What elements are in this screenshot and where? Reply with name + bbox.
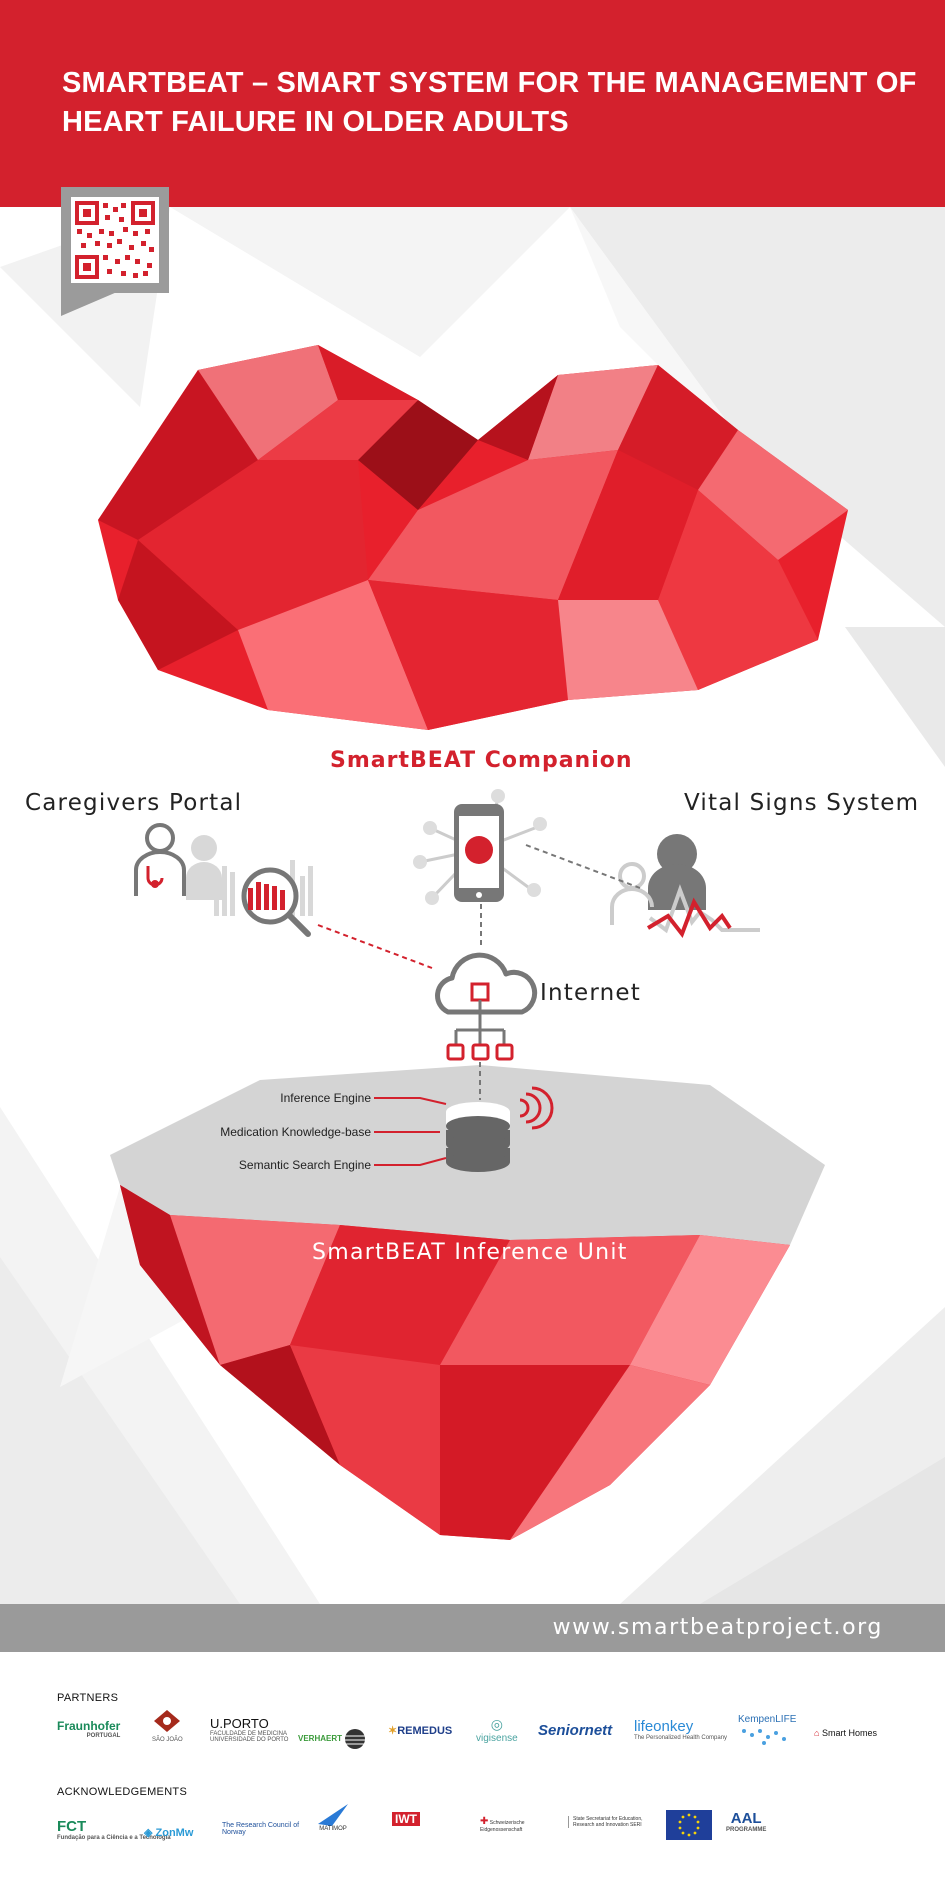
logo-fraunhofer: Fraunhofer PORTUGAL [57, 1719, 121, 1739]
qr-code[interactable] [61, 187, 169, 293]
background-polygons [0, 207, 945, 1604]
signal-waves-icon [519, 1086, 554, 1130]
eu-flag-icon [666, 1810, 712, 1840]
smartphone-icon [413, 789, 547, 905]
page-title: SMARTBEAT – SMART SYSTEM FOR THE MANAGEM… [62, 67, 917, 138]
internet-cloud-icon [435, 952, 538, 1061]
logo-swiss-confederation: ✚ Schweizerische Eidgenossenschaft [480, 1816, 525, 1833]
kempenlife-dots-icon [742, 1729, 786, 1745]
logo-vigisense: ◎ vigisense [476, 1716, 518, 1744]
semantic-search-label: Semantic Search Engine [238, 1158, 371, 1172]
qr-speech-tail [61, 292, 117, 316]
medication-kb-label: Medication Knowledge-base [220, 1125, 371, 1139]
qr-code-icon [75, 201, 155, 279]
header-banner: SMARTBEAT – SMART SYSTEM FOR THE MANAGEM… [0, 0, 945, 207]
logo-matimop: MATIMOP [318, 1804, 348, 1832]
verhaert-globe-icon [345, 1729, 366, 1749]
logo-verhaert: VERHAERT [298, 1728, 366, 1750]
acknowledgements-heading: ACKNOWLEDGEMENTS [57, 1786, 188, 1798]
inference-engine-label: Inference Engine [280, 1091, 371, 1105]
website-link[interactable]: www.smartbeatproject.org [552, 1615, 883, 1640]
database-icon [446, 1102, 510, 1172]
logo-fct: FCT Fundação para a Ciência e a Tecnolog… [57, 1818, 171, 1841]
logo-kempenlife: KempenLIFE [738, 1714, 796, 1747]
logo-uporto: U.PORTO FACULDADE DE MEDICINA UNIVERSIDA… [210, 1716, 289, 1743]
vital-signs-icon [610, 834, 760, 939]
logo-research-council-norway: The Research Council of Norway [222, 1822, 300, 1836]
url-band: www.smartbeatproject.org [0, 1604, 945, 1652]
vital-signs-label: Vital Signs System [684, 790, 920, 816]
logo-smart-homes: ⌂ Smart Homes [814, 1728, 877, 1738]
caregivers-portal-icon [134, 823, 313, 937]
logo-seniornett: Seniornett [538, 1722, 613, 1739]
logo-eu-flag: EU [666, 1810, 712, 1845]
heart-top-illustration [98, 345, 848, 730]
inference-unit-label: SmartBEAT Inference Unit [312, 1240, 628, 1265]
logo-seri: State Secretariat for Education, Researc… [568, 1816, 649, 1828]
logo-lifeonkey: lifeonkey The Personalized Health Compan… [634, 1718, 728, 1741]
logo-iwt: IWT [392, 1812, 420, 1826]
matimop-wing-icon [318, 1804, 348, 1826]
sao-joao-emblem-icon [154, 1710, 181, 1732]
logo-aal-programme: AAL PROGRAMME [726, 1810, 767, 1833]
heart-bottom-illustration [110, 1065, 825, 1540]
logo-remedus: ✶REMEDUS [388, 1725, 453, 1737]
partners-heading: PARTNERS [57, 1692, 119, 1704]
internet-label: Internet [540, 980, 641, 1006]
architecture-diagram [134, 789, 760, 1172]
logo-zonmw: ◈ ZonMw [144, 1827, 194, 1839]
caregivers-portal-label: Caregivers Portal [25, 790, 243, 816]
companion-label: SmartBEAT Companion [330, 748, 633, 773]
logo-sao-joao: SÃO JOÃO [152, 1710, 183, 1743]
